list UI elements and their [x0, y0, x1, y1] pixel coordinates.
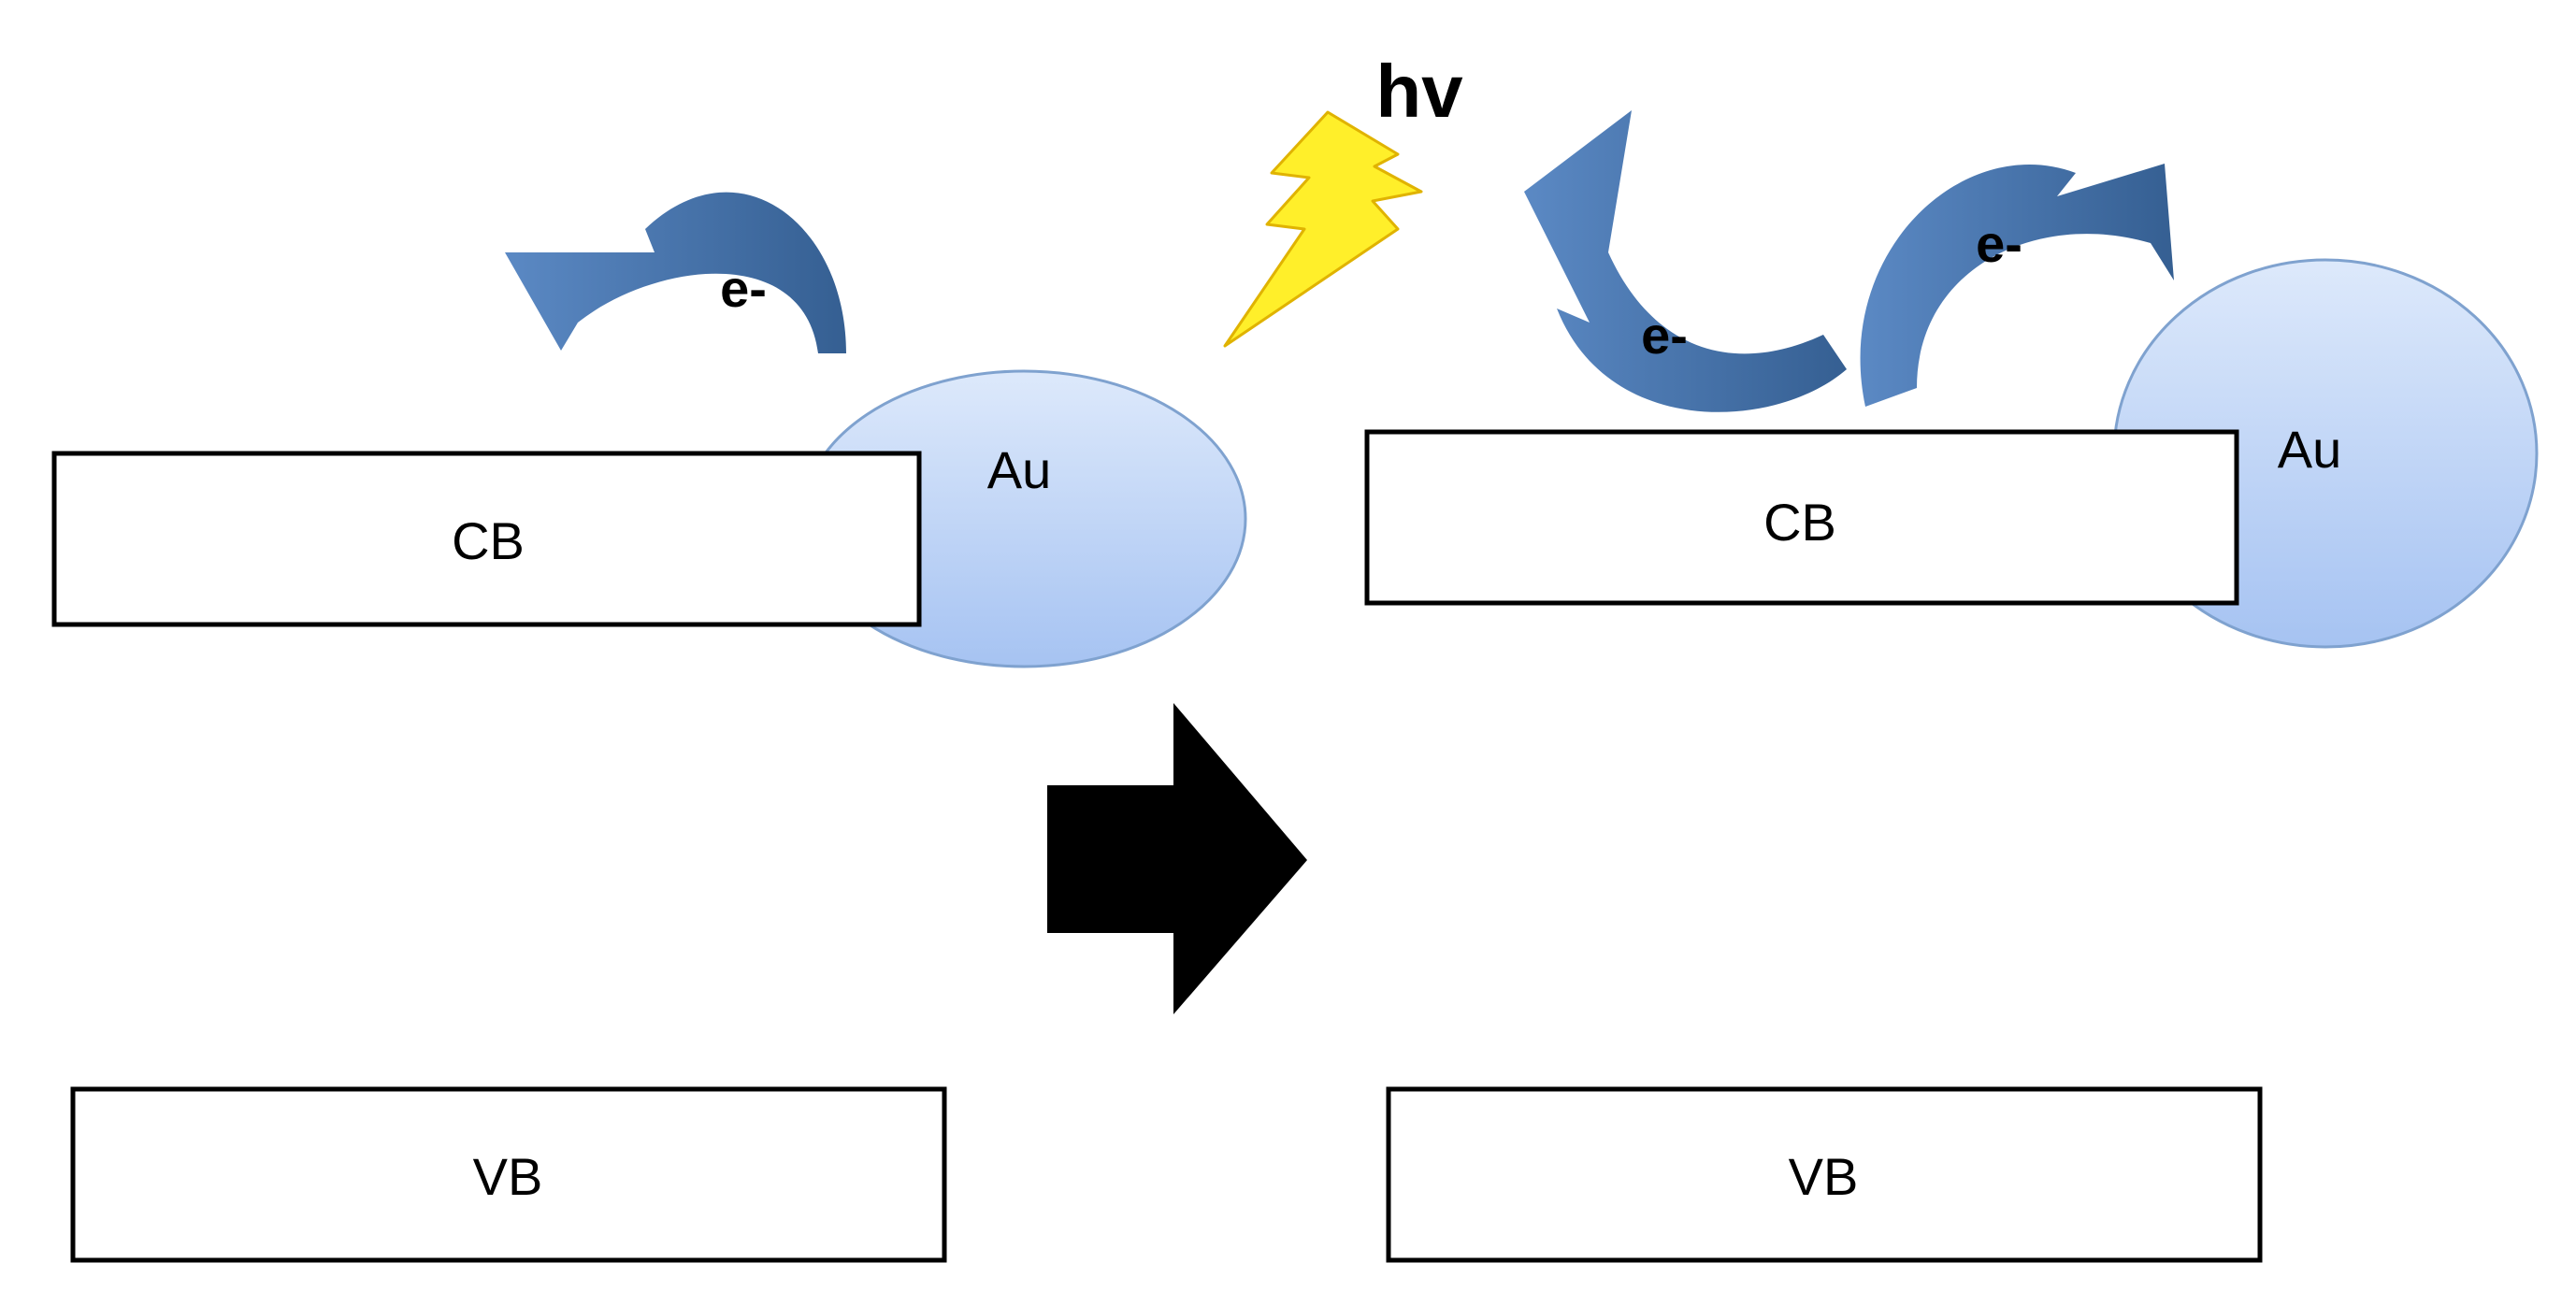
- right-au-label: Au: [2278, 420, 2342, 479]
- right-vb-label: VB: [1789, 1147, 1859, 1206]
- left-au-label: Au: [987, 440, 1052, 499]
- left-vb-box: [70, 1086, 947, 1263]
- left-electron-label: e-: [720, 259, 767, 318]
- hv-label: hv: [1375, 50, 1463, 133]
- right-electron-label-top: e-: [1976, 214, 2022, 273]
- left-cb-box: [51, 451, 922, 627]
- left-electron-arrow: [505, 192, 846, 353]
- left-panel: Au CB e- VB: [51, 192, 1247, 1263]
- right-cb-box: [1364, 429, 2239, 606]
- right-electron-arrow-to-au: [1860, 164, 2174, 407]
- right-electron-label-bottom: e-: [1641, 306, 1688, 365]
- light-source: hv: [1223, 50, 1463, 348]
- transition-arrow-icon: [1047, 703, 1307, 1014]
- lightning-bolt-icon: [1223, 110, 1423, 348]
- right-cb-label: CB: [1763, 493, 1836, 552]
- left-vb-label: VB: [473, 1147, 543, 1206]
- right-panel: Au CB e- e- VB: [1364, 110, 2539, 1263]
- right-vb-box: [1386, 1086, 2263, 1263]
- right-electron-arrow-out: [1524, 110, 1847, 412]
- left-cb-label: CB: [452, 511, 525, 570]
